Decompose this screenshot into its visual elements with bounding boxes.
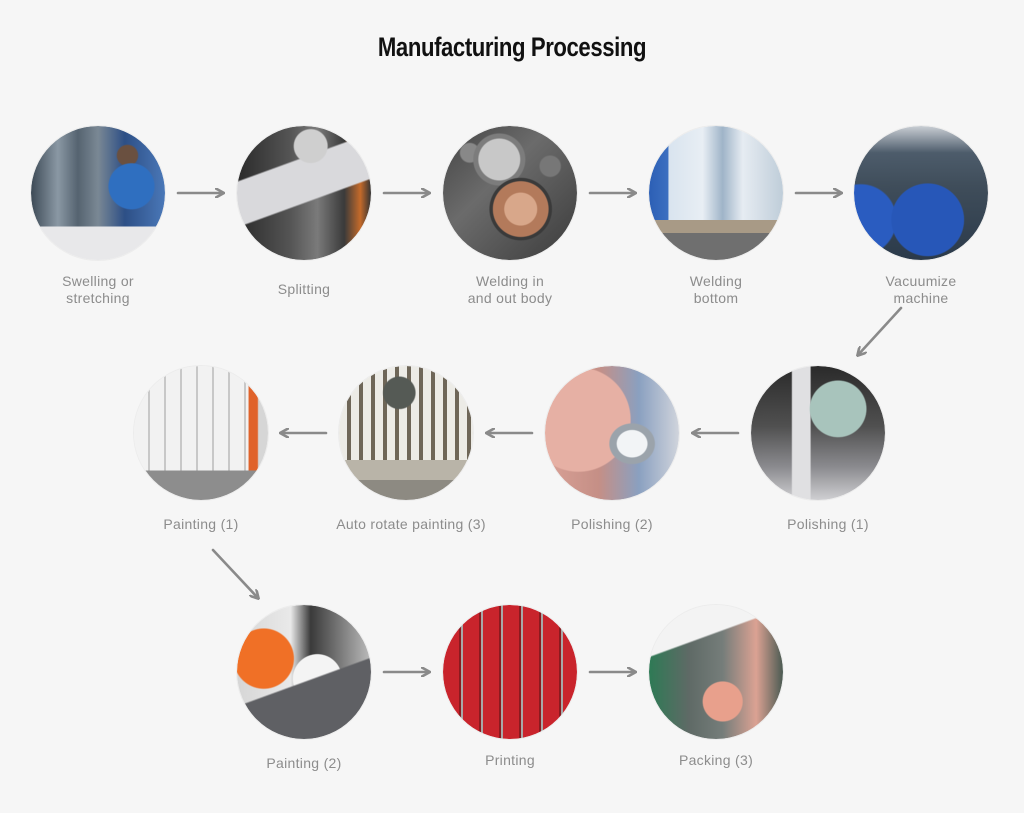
printing-photo: [443, 605, 577, 739]
step-welding-bottom: [649, 126, 783, 260]
arrow-down-right-icon: [211, 548, 258, 598]
step-welding-body: [443, 126, 577, 260]
step-auto-rotate-painting: [339, 366, 473, 500]
step-label-auto-rotate-painting: Auto rotate painting (3): [336, 516, 486, 532]
step-splitting: [237, 126, 371, 260]
step-polishing-2: [545, 366, 679, 500]
welding-body-photo: [443, 126, 577, 260]
auto-rotate-painting-photo: [339, 366, 473, 500]
vacuum-machine-photo: [854, 126, 988, 260]
step-painting-2: [237, 605, 371, 739]
step-label-vacuumize: Vacuumize machine: [885, 273, 957, 306]
step-label-swelling: Swelling or stretching: [62, 273, 134, 306]
polishing-1-photo: [751, 366, 885, 500]
step-label-painting-2: Painting (2): [266, 755, 342, 771]
step-label-welding-body: Welding in and out body: [467, 273, 553, 306]
step-label-welding-bottom: Welding bottom: [689, 273, 743, 306]
diagram-title: Manufacturing Processing: [377, 32, 647, 62]
step-vacuumize: [854, 126, 988, 260]
swelling-photo: [31, 126, 165, 260]
step-label-polishing-2: Polishing (2): [571, 516, 653, 532]
step-painting-1: [134, 366, 268, 500]
welding-bottom-photo: [649, 126, 783, 260]
step-label-polishing-1: Polishing (1): [787, 516, 869, 532]
step-polishing-1: [751, 366, 885, 500]
step-packing: [649, 605, 783, 739]
painting-2-photo: [237, 605, 371, 739]
painting-1-photo: [134, 366, 268, 500]
step-label-packing: Packing (3): [678, 752, 754, 768]
step-printing: [443, 605, 577, 739]
arrow-down-left-icon: [858, 306, 903, 355]
packing-photo: [649, 605, 783, 739]
step-label-painting-1: Painting (1): [163, 516, 239, 532]
step-label-splitting: Splitting: [277, 281, 331, 297]
splitting-photo: [237, 126, 371, 260]
polishing-2-photo: [545, 366, 679, 500]
step-swelling-stretching: [31, 126, 165, 260]
step-label-printing: Printing: [485, 752, 535, 768]
